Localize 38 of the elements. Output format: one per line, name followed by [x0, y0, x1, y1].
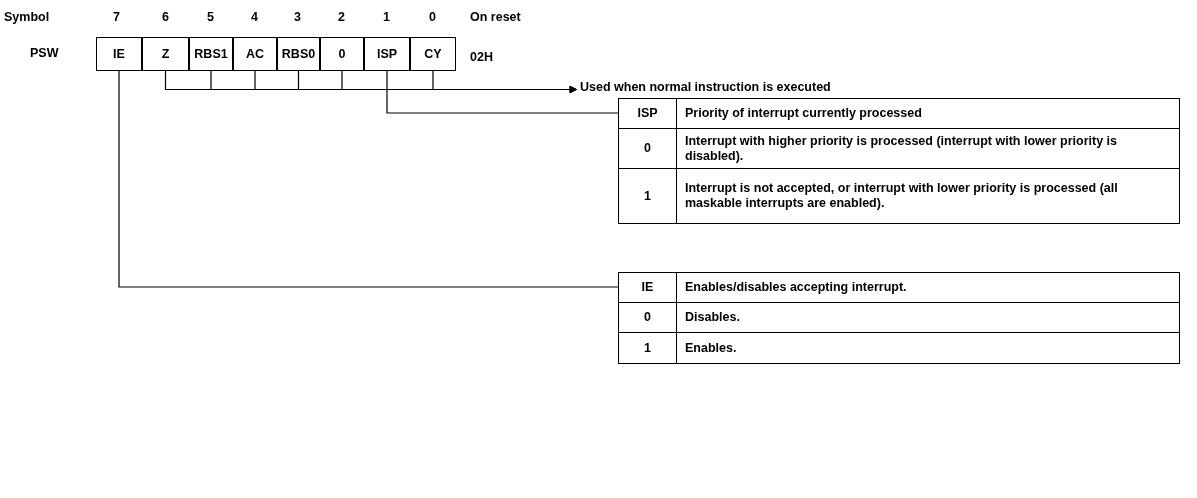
table-description-cell: Enables/disables accepting interrupt.	[677, 273, 1179, 303]
bit-number: 7	[113, 10, 120, 24]
reset-value: 02H	[470, 50, 493, 64]
table-key-cell: IE	[619, 273, 677, 303]
register-bit-cell: Z	[142, 37, 189, 71]
register-name: PSW	[30, 46, 59, 60]
table-description-cell-text: Enables.	[684, 339, 738, 357]
register-bit-cell: AC	[233, 37, 277, 71]
register-bit-cell: RBS0	[277, 37, 320, 71]
bit-number: 2	[338, 10, 345, 24]
table-key-cell: 0	[619, 303, 677, 333]
register-bit-cell: ISP	[364, 37, 410, 71]
connector-line	[386, 70, 619, 114]
ie-table	[618, 272, 1180, 364]
table-description-cell: Disables.	[677, 303, 1179, 333]
bit-number: 3	[294, 10, 301, 24]
register-bit-cell: 0	[320, 37, 364, 71]
table-description-cell: Priority of interrupt currently processed	[677, 99, 1179, 129]
column-heading: On reset	[470, 10, 521, 24]
table-key-cell: 1	[619, 169, 677, 223]
bit-number: 5	[207, 10, 214, 24]
arrow	[432, 70, 578, 94]
table-description-cell: Interrupt with higher priority is processed (interrupt with lower priority is disabled).	[677, 129, 1179, 169]
table-description-cell-text: Interrupt is not accepted, or interrupt with lower priority is processed (all maskable interrupts are enabled).	[684, 180, 1119, 212]
isp-table	[618, 98, 1180, 224]
bit-number: 0	[429, 10, 436, 24]
connector-line	[118, 70, 619, 288]
register-bit-cell: IE	[96, 37, 142, 71]
table-key-cell: 0	[619, 129, 677, 169]
register-bit-cell: CY	[410, 37, 456, 71]
bit-number: 1	[383, 10, 390, 24]
row-heading: Symbol	[4, 10, 50, 24]
bit-number: 6	[162, 10, 169, 24]
bit-number: 4	[251, 10, 258, 24]
note-text: Used when normal instruction is executed	[580, 80, 831, 94]
table-key-cell: 1	[619, 333, 677, 363]
register-bit-cell: RBS1	[189, 37, 233, 71]
table-key-cell: ISP	[619, 99, 677, 129]
